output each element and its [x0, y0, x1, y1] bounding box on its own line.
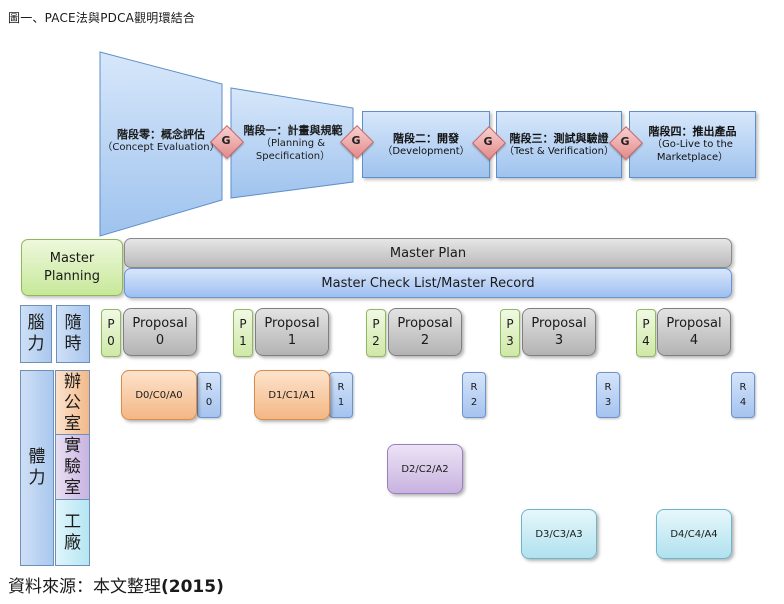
stage-1-label: 階段一：計畫與規範 （Planning & Specification） — [243, 124, 343, 162]
master-planning-box: Master Planning — [21, 239, 123, 296]
stage-0-label: 階段零：概念評估 （Concept Evaluation） — [102, 128, 220, 153]
gate-3-label: G — [483, 135, 493, 148]
side-body: 體力 — [20, 370, 54, 566]
figure-title: 圖一、PACE法與PDCA觀明環結合 — [8, 11, 196, 25]
master-plan-bar: Master Plan — [124, 238, 732, 268]
side-office: 辦公室 — [55, 370, 90, 436]
dca-box-3: D3/C3/A3 — [521, 509, 597, 559]
stage-3-box: 階段三：測試與驗證 （Test & Verification） — [496, 111, 622, 178]
dca-box-1: D1/C1/A1 — [254, 370, 330, 420]
side-brain: 腦力 — [20, 305, 52, 363]
stage-0-funnel — [99, 51, 223, 237]
source-note: 資料來源：本文整理(2015) — [8, 577, 224, 597]
stage-1-funnel — [230, 87, 354, 199]
side-factory: 工廠 — [55, 499, 90, 566]
gate-1-label: G — [221, 134, 231, 147]
gate-4-label: G — [620, 135, 630, 148]
stage-4-box: 階段四：推出產品 （Go-Live to the Marketplace） — [629, 111, 756, 178]
gate-2-label: G — [351, 134, 361, 147]
dca-box-4: D4/C4/A4 — [656, 509, 732, 559]
side-lab: 實驗室 — [55, 434, 90, 501]
stage-2-box: 階段二：開發 （Development） — [362, 111, 490, 178]
dca-box-2: D2/C2/A2 — [387, 444, 463, 494]
dca-box-0: D0/C0/A0 — [121, 370, 197, 420]
funnel-shapes — [99, 51, 354, 237]
master-check-bar: Master Check List/Master Record — [124, 268, 732, 298]
side-anytime: 隨時 — [56, 305, 90, 363]
